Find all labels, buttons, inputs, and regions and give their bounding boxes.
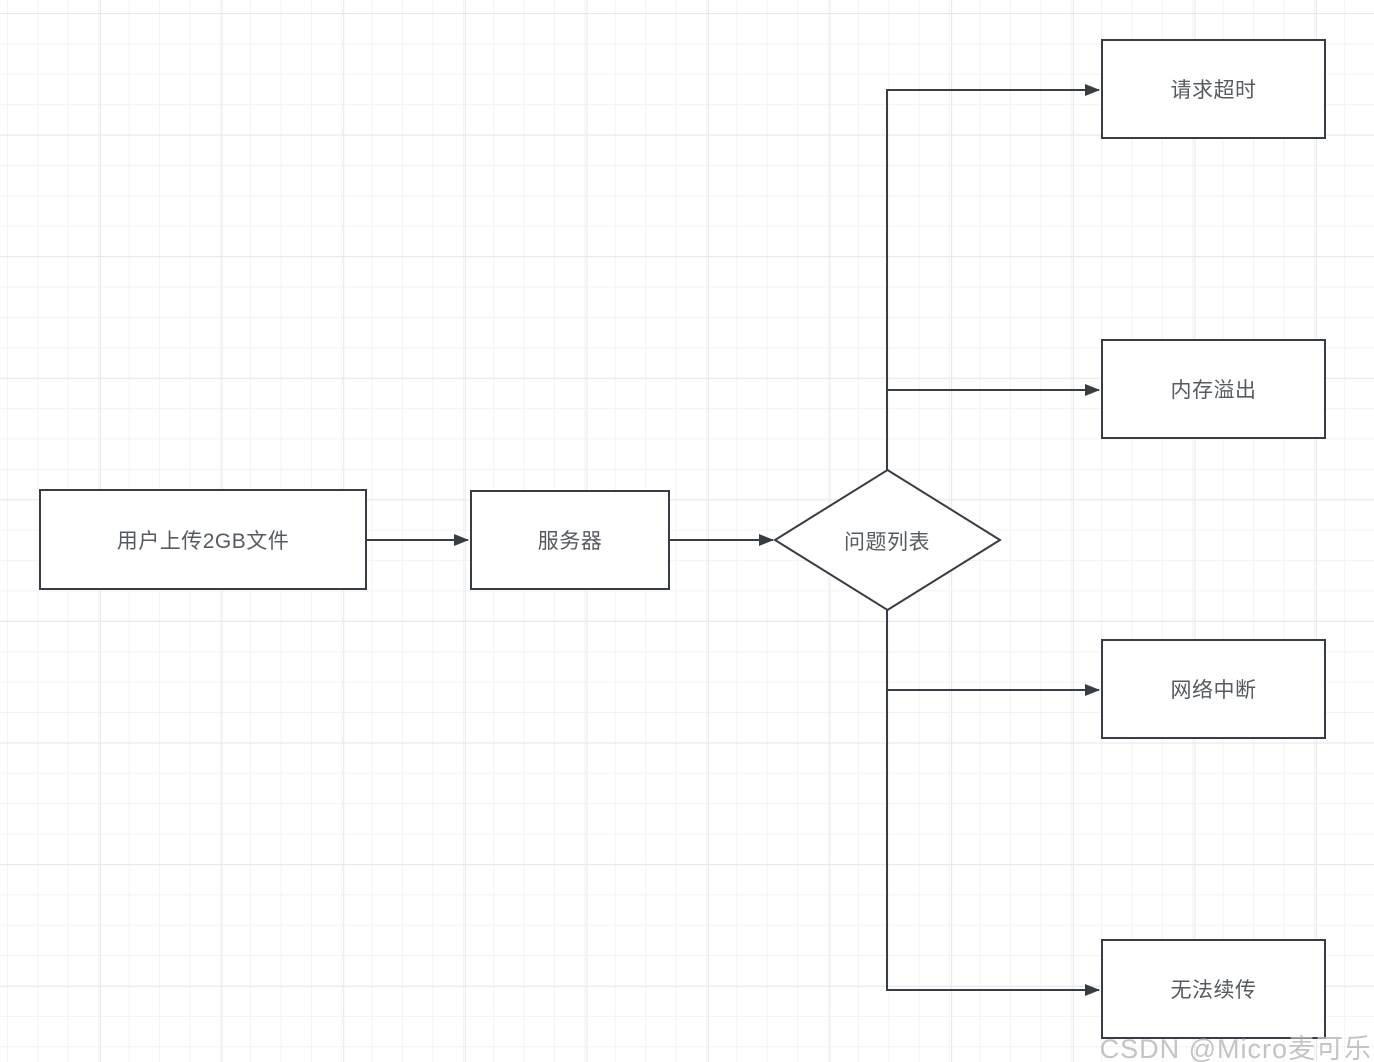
node-network-interrupt: 网络中断 <box>1101 639 1326 739</box>
node-issue-list-label: 问题列表 <box>844 531 930 554</box>
node-server-label: 服务器 <box>537 530 603 553</box>
edge-issues-to-timeout <box>886 84 1100 470</box>
node-memory-overflow-label: 内存溢出 <box>1170 379 1257 402</box>
node-network-interrupt-label: 网络中断 <box>1170 679 1257 702</box>
node-server: 服务器 <box>470 490 670 590</box>
node-upload-file: 用户上传2GB文件 <box>39 489 367 590</box>
node-issue-list-diamond <box>773 468 1002 612</box>
node-request-timeout-label: 请求超时 <box>1170 79 1257 102</box>
node-request-timeout: 请求超时 <box>1101 39 1326 139</box>
node-cannot-resume-label: 无法续传 <box>1170 979 1257 1002</box>
edge-issues-to-network-trunk <box>886 610 1100 996</box>
node-upload-file-label: 用户上传2GB文件 <box>116 529 290 553</box>
node-memory-overflow: 内存溢出 <box>1101 339 1326 439</box>
node-cannot-resume: 无法续传 <box>1101 939 1326 1039</box>
